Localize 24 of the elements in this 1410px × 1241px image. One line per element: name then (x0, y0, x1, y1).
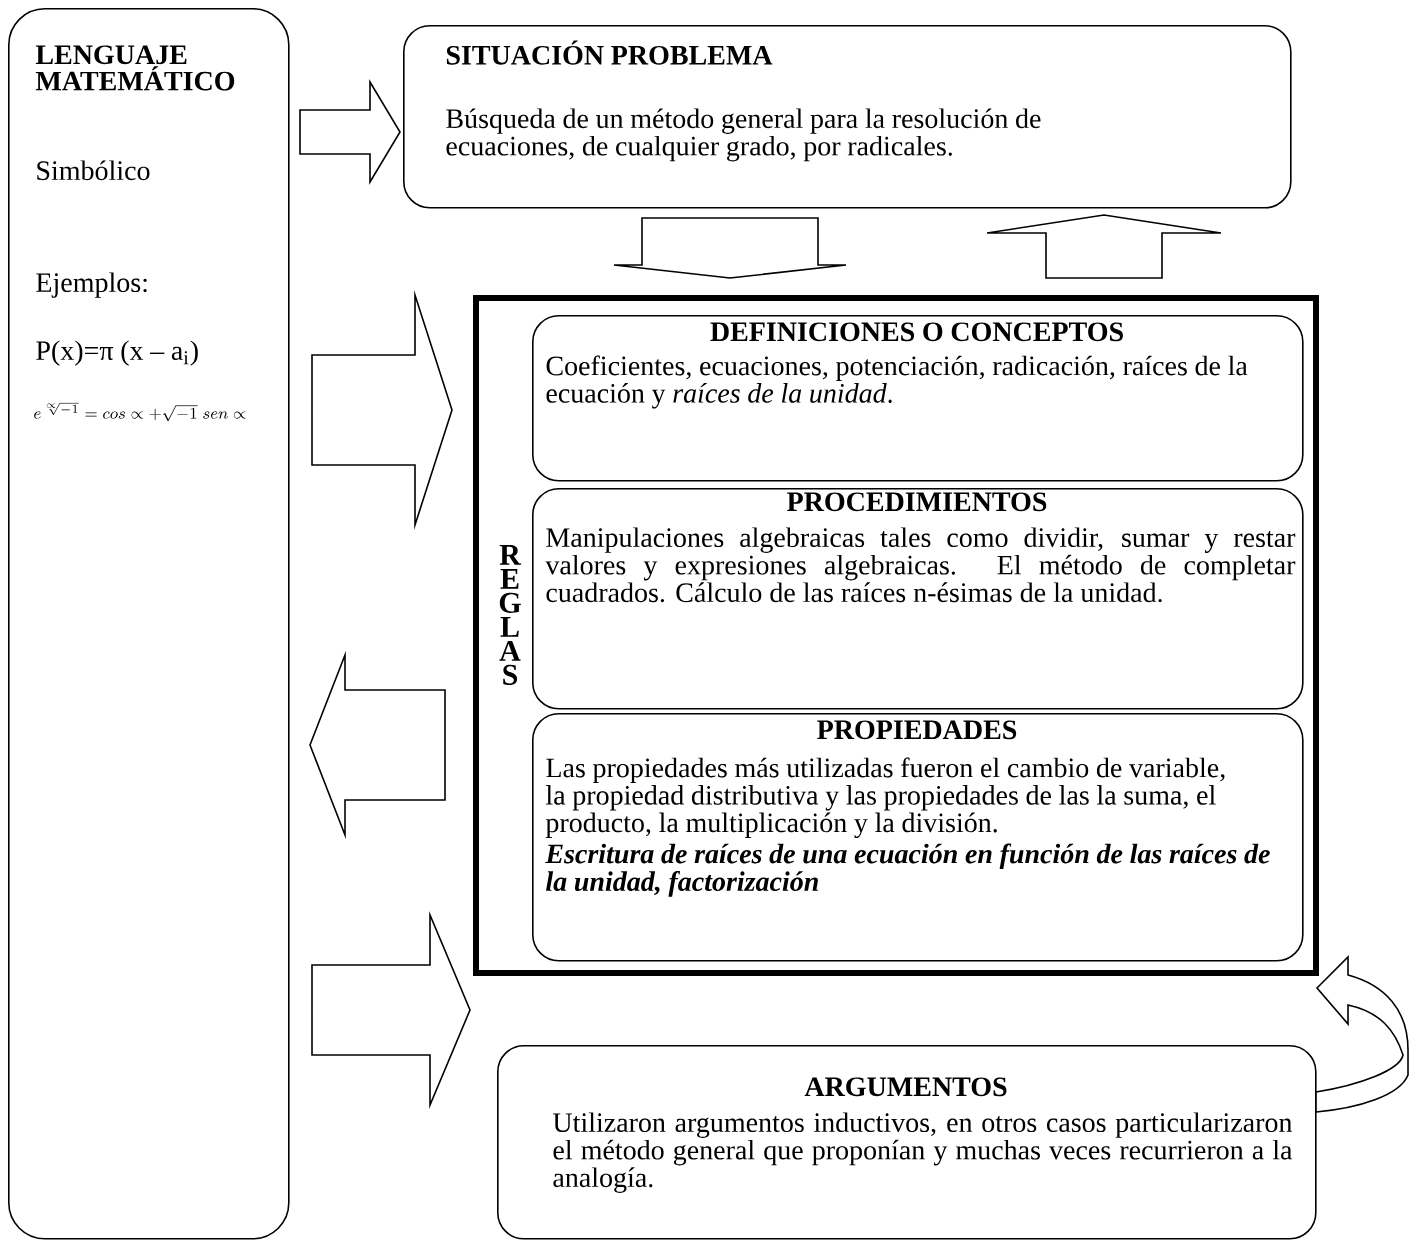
box-text: Ejemplos: (36, 272, 147, 298)
box-heading: SITUACIÓN PROBLEMA (446, 40, 773, 65)
box-heading: LENGUAJE MATEMÁTICO (35, 45, 235, 91)
box-heading: PROCEDIMIENTOS (787, 492, 1047, 512)
block-arrow (1315, 956, 1409, 1113)
box-heading: PROPIEDADES (817, 720, 1017, 740)
box-text: Utilizaron argumentos inductivos, en otros casos particularizaron el método general que proponían y muchas veces recurrieron a la analogía. (553, 1112, 1293, 1193)
box-text: Las propiedades más utilizadas fueron el cambio de variable, la propiedad distributiva y las propiedades de las la suma, el producto, la multiplicación y la división. (545, 757, 1225, 839)
box-text: Simbólico (37, 160, 150, 181)
vertical-label: R E G L A S (499, 545, 522, 685)
box-text: Escritura de raíces de una ecuación en función de las raíces de la unidad, factorización (545, 843, 1270, 897)
block-arrow (299, 79, 401, 185)
box-heading: DEFINICIONES O CONCEPTOS (710, 322, 1123, 342)
block-arrow (311, 289, 453, 531)
block-arrow (311, 911, 471, 1109)
box-text: P(x)=π (x – a$_{i}$) (36, 340, 198, 366)
box-text: Manipulaciones algebraicas tales como dividir, sumar y restar valores y expresiones algebraicas. El método de completar cuadrados. Cálculo de las raíces n-ésimas de la unidad. (545, 527, 1296, 603)
box-text: Coeficientes, ecuaciones, potenciación, radicación, raíces de la ecuación y raíces de la unidad. (546, 355, 1248, 409)
block-arrow (309, 650, 446, 840)
box-text: Búsqueda de un método general para la resolución de ecuaciones, de cualquier grado, por radicales. (446, 108, 1041, 162)
block-arrow (613, 217, 847, 279)
block-arrow (986, 214, 1222, 279)
formula: $e^{\sqrt[\propto]{-1}} = cos \propto +\sqrt{-1}\; sen \propto$ (34, 403, 246, 422)
box-heading: ARGUMENTOS (804, 1077, 1007, 1097)
